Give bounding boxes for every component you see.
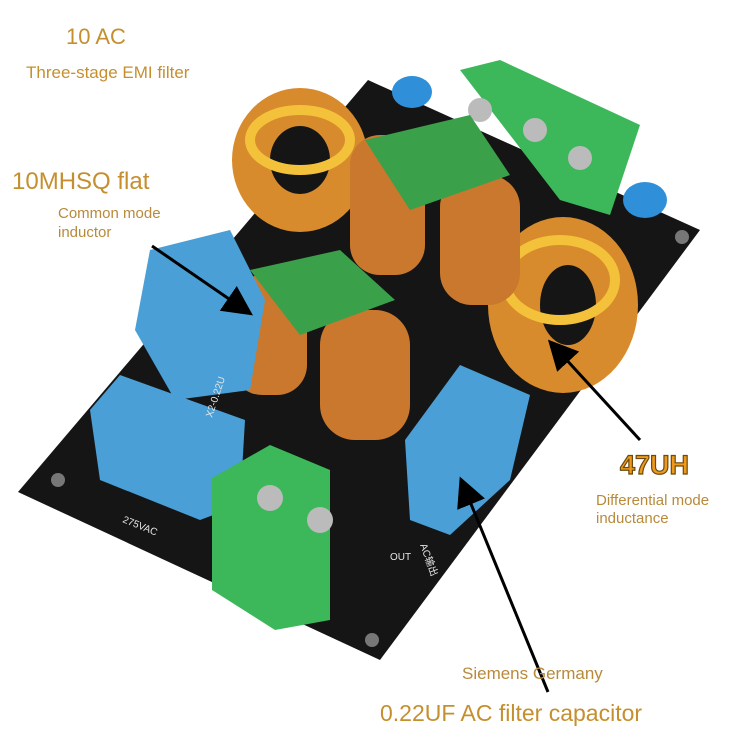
arrow-common-mode xyxy=(151,244,253,316)
y-capacitor xyxy=(623,182,667,218)
mount-hole xyxy=(51,473,65,487)
common-mode-title: 10MHSQ flat xyxy=(12,168,150,195)
differential-desc: Differential mode inductance xyxy=(596,492,710,527)
pcb-out-label: OUT xyxy=(390,552,411,563)
capacitor-brand: Siemens Germany xyxy=(462,664,603,683)
terminal-block-output xyxy=(212,445,333,630)
differential-title: 47UH xyxy=(619,449,690,480)
title-line1: 10 AC xyxy=(66,24,126,49)
terminal-block-input xyxy=(460,60,640,215)
mount-hole xyxy=(675,230,689,244)
x2-capacitor xyxy=(90,230,530,535)
toroid-inductor-rear xyxy=(232,88,368,232)
arrow-capacitor xyxy=(457,476,550,693)
mount-hole xyxy=(365,633,379,647)
common-mode-desc: Common mode inductor xyxy=(58,205,161,241)
arrow-differential xyxy=(547,339,642,442)
toroid-inductor-differential xyxy=(488,217,638,393)
y-capacitor xyxy=(392,76,432,108)
common-mode-inductor-rear xyxy=(350,115,520,305)
capacitor-desc: 0.22UF AC filter capacitor xyxy=(380,700,643,726)
title-line2: Three-stage EMI filter xyxy=(26,63,190,82)
